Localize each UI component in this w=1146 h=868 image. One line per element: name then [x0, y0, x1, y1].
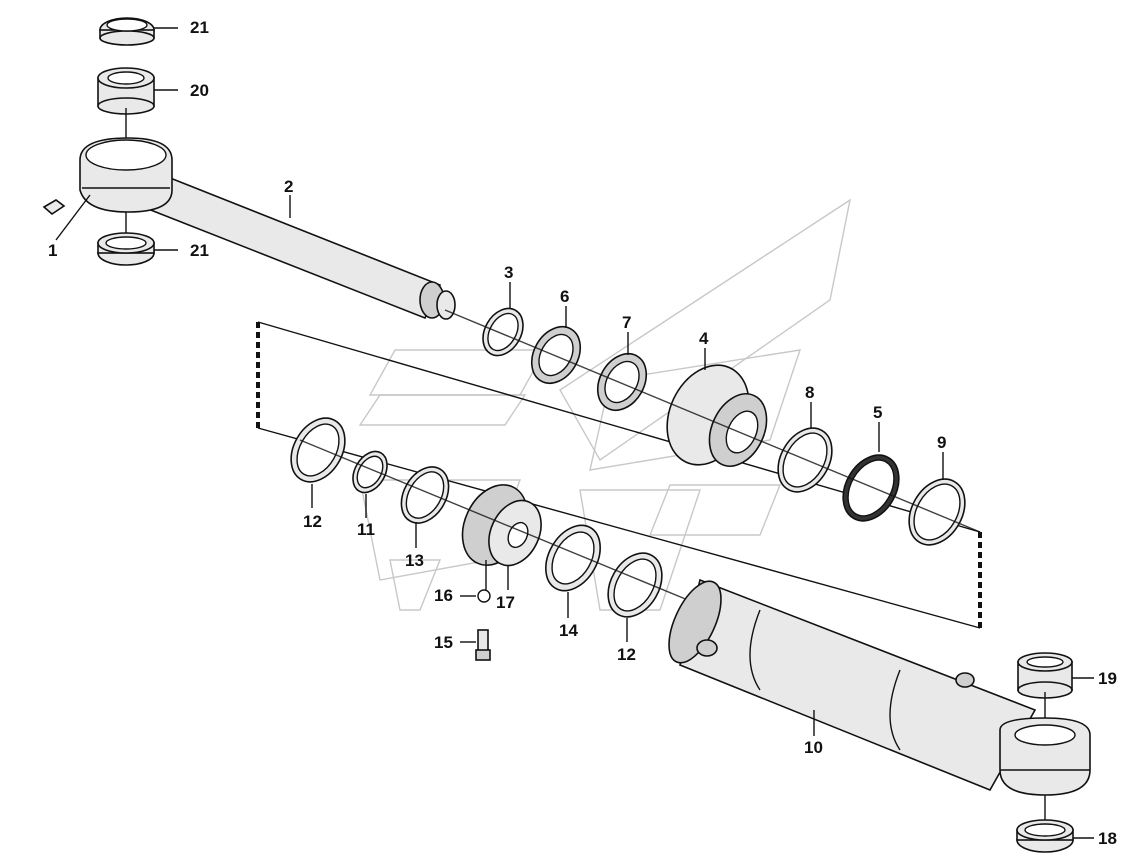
label-12-right: 12 — [617, 645, 636, 664]
spacer-19 — [1017, 652, 1073, 699]
cylinder-tube-10 — [668, 578, 1091, 796]
backup-ring-5 — [842, 454, 900, 522]
piston-17 — [461, 484, 542, 567]
label-14: 14 — [559, 621, 578, 640]
spacer-20 — [97, 67, 155, 115]
label-16: 16 — [434, 586, 453, 605]
leader-lines — [55, 27, 1094, 839]
label-2: 2 — [284, 177, 293, 196]
bushing-21-bottom — [97, 232, 155, 266]
label-9: 9 — [937, 433, 946, 452]
label-1: 1 — [48, 241, 57, 260]
cylinder-head-4 — [666, 364, 768, 467]
label-11: 11 — [357, 520, 375, 539]
seal-6 — [530, 325, 582, 385]
label-21-bottom: 21 — [190, 241, 209, 260]
label-18: 18 — [1098, 829, 1117, 848]
label-12-left: 12 — [303, 512, 322, 531]
ball-16 — [477, 589, 491, 603]
bushing-21-top — [99, 17, 155, 46]
piston-rod-2 — [42, 137, 456, 320]
label-21-top: 21 — [190, 18, 209, 37]
wear-ring-14 — [545, 524, 601, 592]
label-3: 3 — [504, 263, 513, 282]
label-10: 10 — [804, 738, 823, 757]
screw-15 — [475, 629, 491, 661]
label-15: 15 — [434, 633, 453, 652]
o-ring-3 — [482, 307, 524, 357]
label-8: 8 — [805, 383, 814, 402]
label-19: 19 — [1098, 669, 1117, 688]
label-13: 13 — [405, 551, 424, 570]
label-20: 20 — [190, 81, 209, 100]
o-ring-11 — [352, 450, 388, 494]
wiper-7 — [596, 352, 648, 412]
piston-ring-12-right — [607, 552, 663, 618]
piston-ring-12-left — [290, 417, 346, 483]
label-5: 5 — [873, 403, 882, 422]
callout-labels: 21 20 21 1 2 3 6 7 4 8 5 9 12 11 13 16 1… — [48, 18, 1117, 848]
label-4: 4 — [699, 329, 709, 348]
o-ring-9 — [908, 478, 966, 546]
label-7: 7 — [622, 313, 631, 332]
label-17: 17 — [496, 593, 515, 612]
seal-13 — [400, 466, 450, 524]
label-6: 6 — [560, 287, 569, 306]
bushing-18 — [1016, 819, 1074, 853]
